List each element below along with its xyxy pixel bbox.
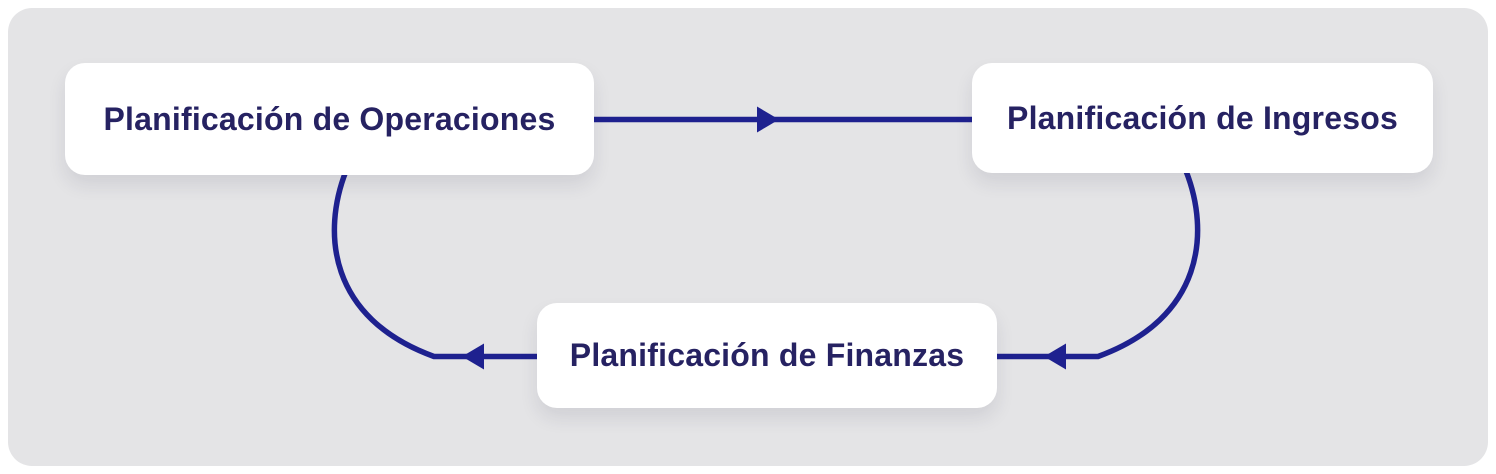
arrowhead-left-icon: [462, 343, 484, 370]
arrowhead-left-icon: [1044, 343, 1066, 370]
node-label: Planificación de Operaciones: [103, 100, 556, 137]
node-label: Planificación de Finanzas: [569, 337, 965, 373]
arrowhead-right-icon: [757, 106, 779, 133]
node-planificacion-de-operaciones: Planificación de Operaciones: [65, 63, 594, 175]
node-planificacion-de-ingresos: Planificación de Ingresos: [972, 63, 1433, 173]
edge-operaciones-ingresos: [594, 106, 972, 133]
edge-finanzas-operaciones: [331, 169, 537, 370]
node-label: Planificación de Ingresos: [1007, 99, 1398, 136]
edge-ingresos-finanzas: [997, 169, 1201, 370]
node-planificacion-de-finanzas: Planificación de Finanzas: [537, 303, 997, 408]
